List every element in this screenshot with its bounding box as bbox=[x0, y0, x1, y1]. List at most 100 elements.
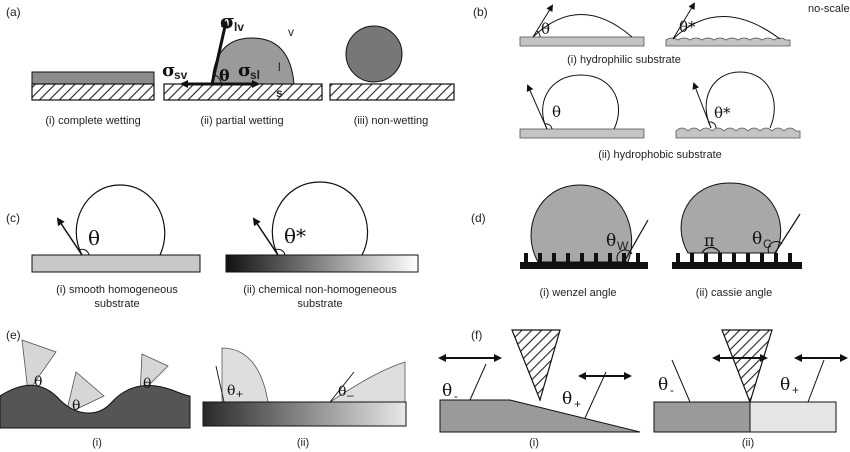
caption-partial-wetting: (ii) partial wetting bbox=[200, 115, 283, 127]
angle-arc bbox=[274, 248, 286, 256]
contact-angle-tangent bbox=[215, 365, 225, 403]
theta-plus-symbol: θ bbox=[562, 389, 572, 409]
theta-minus-symbol: θ bbox=[338, 384, 346, 400]
wenzel-surface: θ W (i) wenzel angle bbox=[520, 184, 649, 299]
panel-f: (f) θ - θ + (i) θ bbox=[438, 328, 848, 449]
panel-a: (a) (i) complete wetting σ lv σ sv σ sl … bbox=[6, 5, 455, 127]
caption-e-i: (i) bbox=[92, 437, 102, 449]
hatched-substrate bbox=[163, 83, 323, 101]
caption-wenzel: (i) wenzel angle bbox=[539, 287, 616, 299]
surface-pillars bbox=[524, 253, 640, 262]
cassie-droplet bbox=[680, 182, 782, 254]
theta-minus-subscript: - bbox=[454, 389, 458, 403]
angle-arc bbox=[767, 241, 783, 254]
pillared-substrate bbox=[672, 262, 802, 269]
solid-label: s bbox=[276, 86, 283, 100]
contact-angle-tangent bbox=[56, 217, 83, 256]
wavy-surface: θ θ θ (i) bbox=[0, 339, 191, 449]
advancing-drop bbox=[221, 347, 269, 403]
drop-wedge bbox=[21, 339, 57, 394]
contact-angle-tangent bbox=[252, 217, 279, 256]
gradient-substrate bbox=[225, 254, 419, 273]
inclined-substrate bbox=[439, 399, 641, 433]
sigma-lv-symbol: σ bbox=[220, 9, 235, 33]
wenzel-droplet bbox=[530, 184, 633, 263]
drop-wedge bbox=[65, 371, 105, 415]
contact-angle-tangent bbox=[807, 359, 825, 403]
flat-droplet-rough bbox=[672, 16, 781, 40]
rough-substrate bbox=[665, 37, 791, 47]
wavy-substrate bbox=[0, 384, 191, 429]
angle-arc bbox=[213, 74, 222, 85]
contact-angle-tangent bbox=[774, 213, 801, 254]
gradient-surface: θ + θ – (ii) bbox=[202, 347, 407, 449]
complete-wetting: (i) complete wetting bbox=[31, 71, 155, 127]
panel-f-label: (f) bbox=[471, 328, 482, 342]
non-wetting: (iii) non-wetting bbox=[329, 25, 455, 127]
receding-drop bbox=[328, 361, 406, 403]
caption-e-ii: (ii) bbox=[297, 437, 309, 449]
flat-droplet bbox=[532, 14, 633, 38]
gradient-substrate bbox=[202, 401, 407, 427]
partial-wetting: σ lv σ sv σ sl θ v l s (ii) partial wett… bbox=[162, 9, 323, 127]
panel-b: (b) no-scale θ θ* (i) hydrophilic substr… bbox=[473, 2, 850, 161]
caption-complete-wetting: (i) complete wetting bbox=[45, 115, 140, 127]
theta-plus-subscript: + bbox=[792, 383, 799, 397]
panel-b-label: (b) bbox=[473, 5, 488, 19]
sigma-sv-symbol: σ bbox=[162, 60, 175, 81]
contact-angle-tangent bbox=[532, 4, 554, 38]
contact-angle-tangent bbox=[469, 363, 487, 401]
angle-arc bbox=[536, 30, 541, 38]
contact-angle-tangent bbox=[329, 371, 355, 403]
theta-plus-subscript: + bbox=[236, 387, 243, 401]
round-droplet bbox=[75, 184, 166, 256]
theta-symbol: θ bbox=[143, 376, 151, 392]
caption-cassie: (ii) cassie angle bbox=[696, 287, 772, 299]
caption-f-i: (i) bbox=[529, 437, 539, 449]
drop-wedge bbox=[139, 353, 169, 396]
theta-minus-subscript: – bbox=[347, 388, 354, 402]
sigma-sl-symbol: σ bbox=[238, 60, 251, 81]
hatched-substrate bbox=[329, 83, 455, 101]
hatched-substrate bbox=[31, 83, 155, 101]
sigma-lv-arrow bbox=[210, 20, 229, 85]
wetting-film bbox=[31, 71, 155, 85]
caption-chemical-line2: substrate bbox=[297, 298, 342, 310]
inclined-surface: θ - θ + (i) bbox=[438, 329, 641, 449]
dark-region bbox=[653, 401, 751, 433]
theta-star-symbol: θ* bbox=[284, 224, 306, 248]
theta-star-symbol: θ* bbox=[714, 104, 731, 122]
round-droplet bbox=[542, 74, 619, 130]
sigma-sv-subscript: sv bbox=[174, 68, 188, 82]
theta-symbol: θ bbox=[219, 66, 230, 85]
smooth-substrate bbox=[519, 36, 645, 47]
pi-arc bbox=[701, 246, 721, 254]
smooth-substrate bbox=[519, 128, 645, 139]
theta-symbol: θ bbox=[552, 103, 561, 121]
panel-a-label: (a) bbox=[6, 5, 21, 19]
light-region bbox=[749, 401, 837, 433]
theta-plus-subscript: + bbox=[574, 397, 581, 411]
caption-smooth-line2: substrate bbox=[94, 298, 139, 310]
two-tone-surface: θ - θ + (ii) bbox=[653, 329, 848, 449]
vapor-label: v bbox=[288, 25, 294, 39]
theta-plus-symbol: θ bbox=[780, 375, 790, 395]
theta-minus-symbol: θ bbox=[442, 381, 452, 401]
angle-arc bbox=[78, 248, 90, 256]
caption-smooth-line1: (i) smooth homogeneous bbox=[56, 284, 178, 296]
hatched-wedge bbox=[511, 329, 561, 402]
panel-e-label: (e) bbox=[6, 328, 21, 342]
theta-symbol: θ bbox=[72, 398, 80, 414]
theta-symbol: θ bbox=[88, 226, 100, 250]
theta-star-symbol: θ* bbox=[679, 18, 696, 36]
caption-non-wetting: (iii) non-wetting bbox=[354, 115, 429, 127]
panel-d-label: (d) bbox=[471, 211, 486, 225]
contact-angle-tangent bbox=[584, 371, 607, 419]
rough-substrate bbox=[675, 127, 801, 139]
contact-angle-tangent bbox=[526, 84, 548, 130]
caption-hydrophobic: (ii) hydrophobic substrate bbox=[598, 149, 722, 161]
angle-arc bbox=[544, 123, 553, 130]
panel-c-label: (c) bbox=[6, 211, 20, 225]
pillared-substrate bbox=[520, 262, 648, 269]
